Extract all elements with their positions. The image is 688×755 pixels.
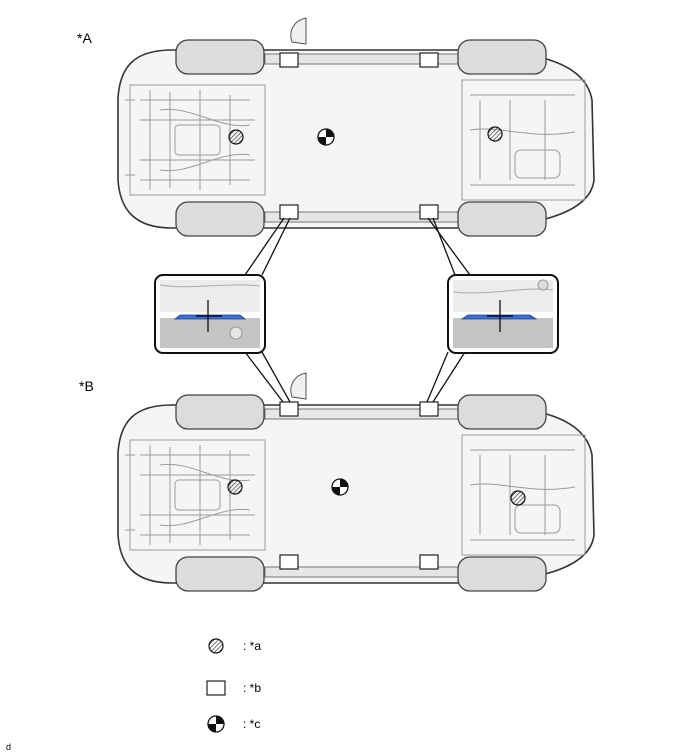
callout-lines [244, 217, 471, 403]
support-point-a-rear-left [419, 52, 439, 68]
legend-square-icon [206, 680, 226, 696]
support-point-b-front-right [279, 554, 299, 570]
support-point-b-front-left [279, 401, 299, 417]
legend-label-c: : *c [243, 717, 261, 731]
legend-cg-symbol-icon [207, 715, 225, 733]
lift-point-a-rear [487, 126, 503, 142]
legend-label-a: : *a [243, 639, 262, 653]
view-label-b: *B [79, 378, 94, 394]
center-of-gravity-a [317, 128, 335, 146]
support-point-b-rear-right [419, 554, 439, 570]
lift-point-a-front [228, 129, 244, 145]
legend-label-b: : *b [243, 681, 262, 695]
view-label-a: *A [77, 30, 92, 46]
lift-point-b-rear [510, 490, 526, 506]
center-of-gravity-b [331, 478, 349, 496]
legend-hatched-circle-icon [208, 638, 224, 654]
detail-callout-left [154, 274, 266, 354]
support-point-b-rear-left [419, 401, 439, 417]
lift-point-b-front [227, 479, 243, 495]
support-point-a-front-right [279, 204, 299, 220]
support-point-a-front-left [279, 52, 299, 68]
figure-code: d [6, 742, 12, 752]
support-point-a-rear-right [419, 204, 439, 220]
car-a-underbody [117, 17, 595, 237]
car-b-underbody-body [117, 372, 595, 592]
detail-callout-right [447, 274, 559, 354]
